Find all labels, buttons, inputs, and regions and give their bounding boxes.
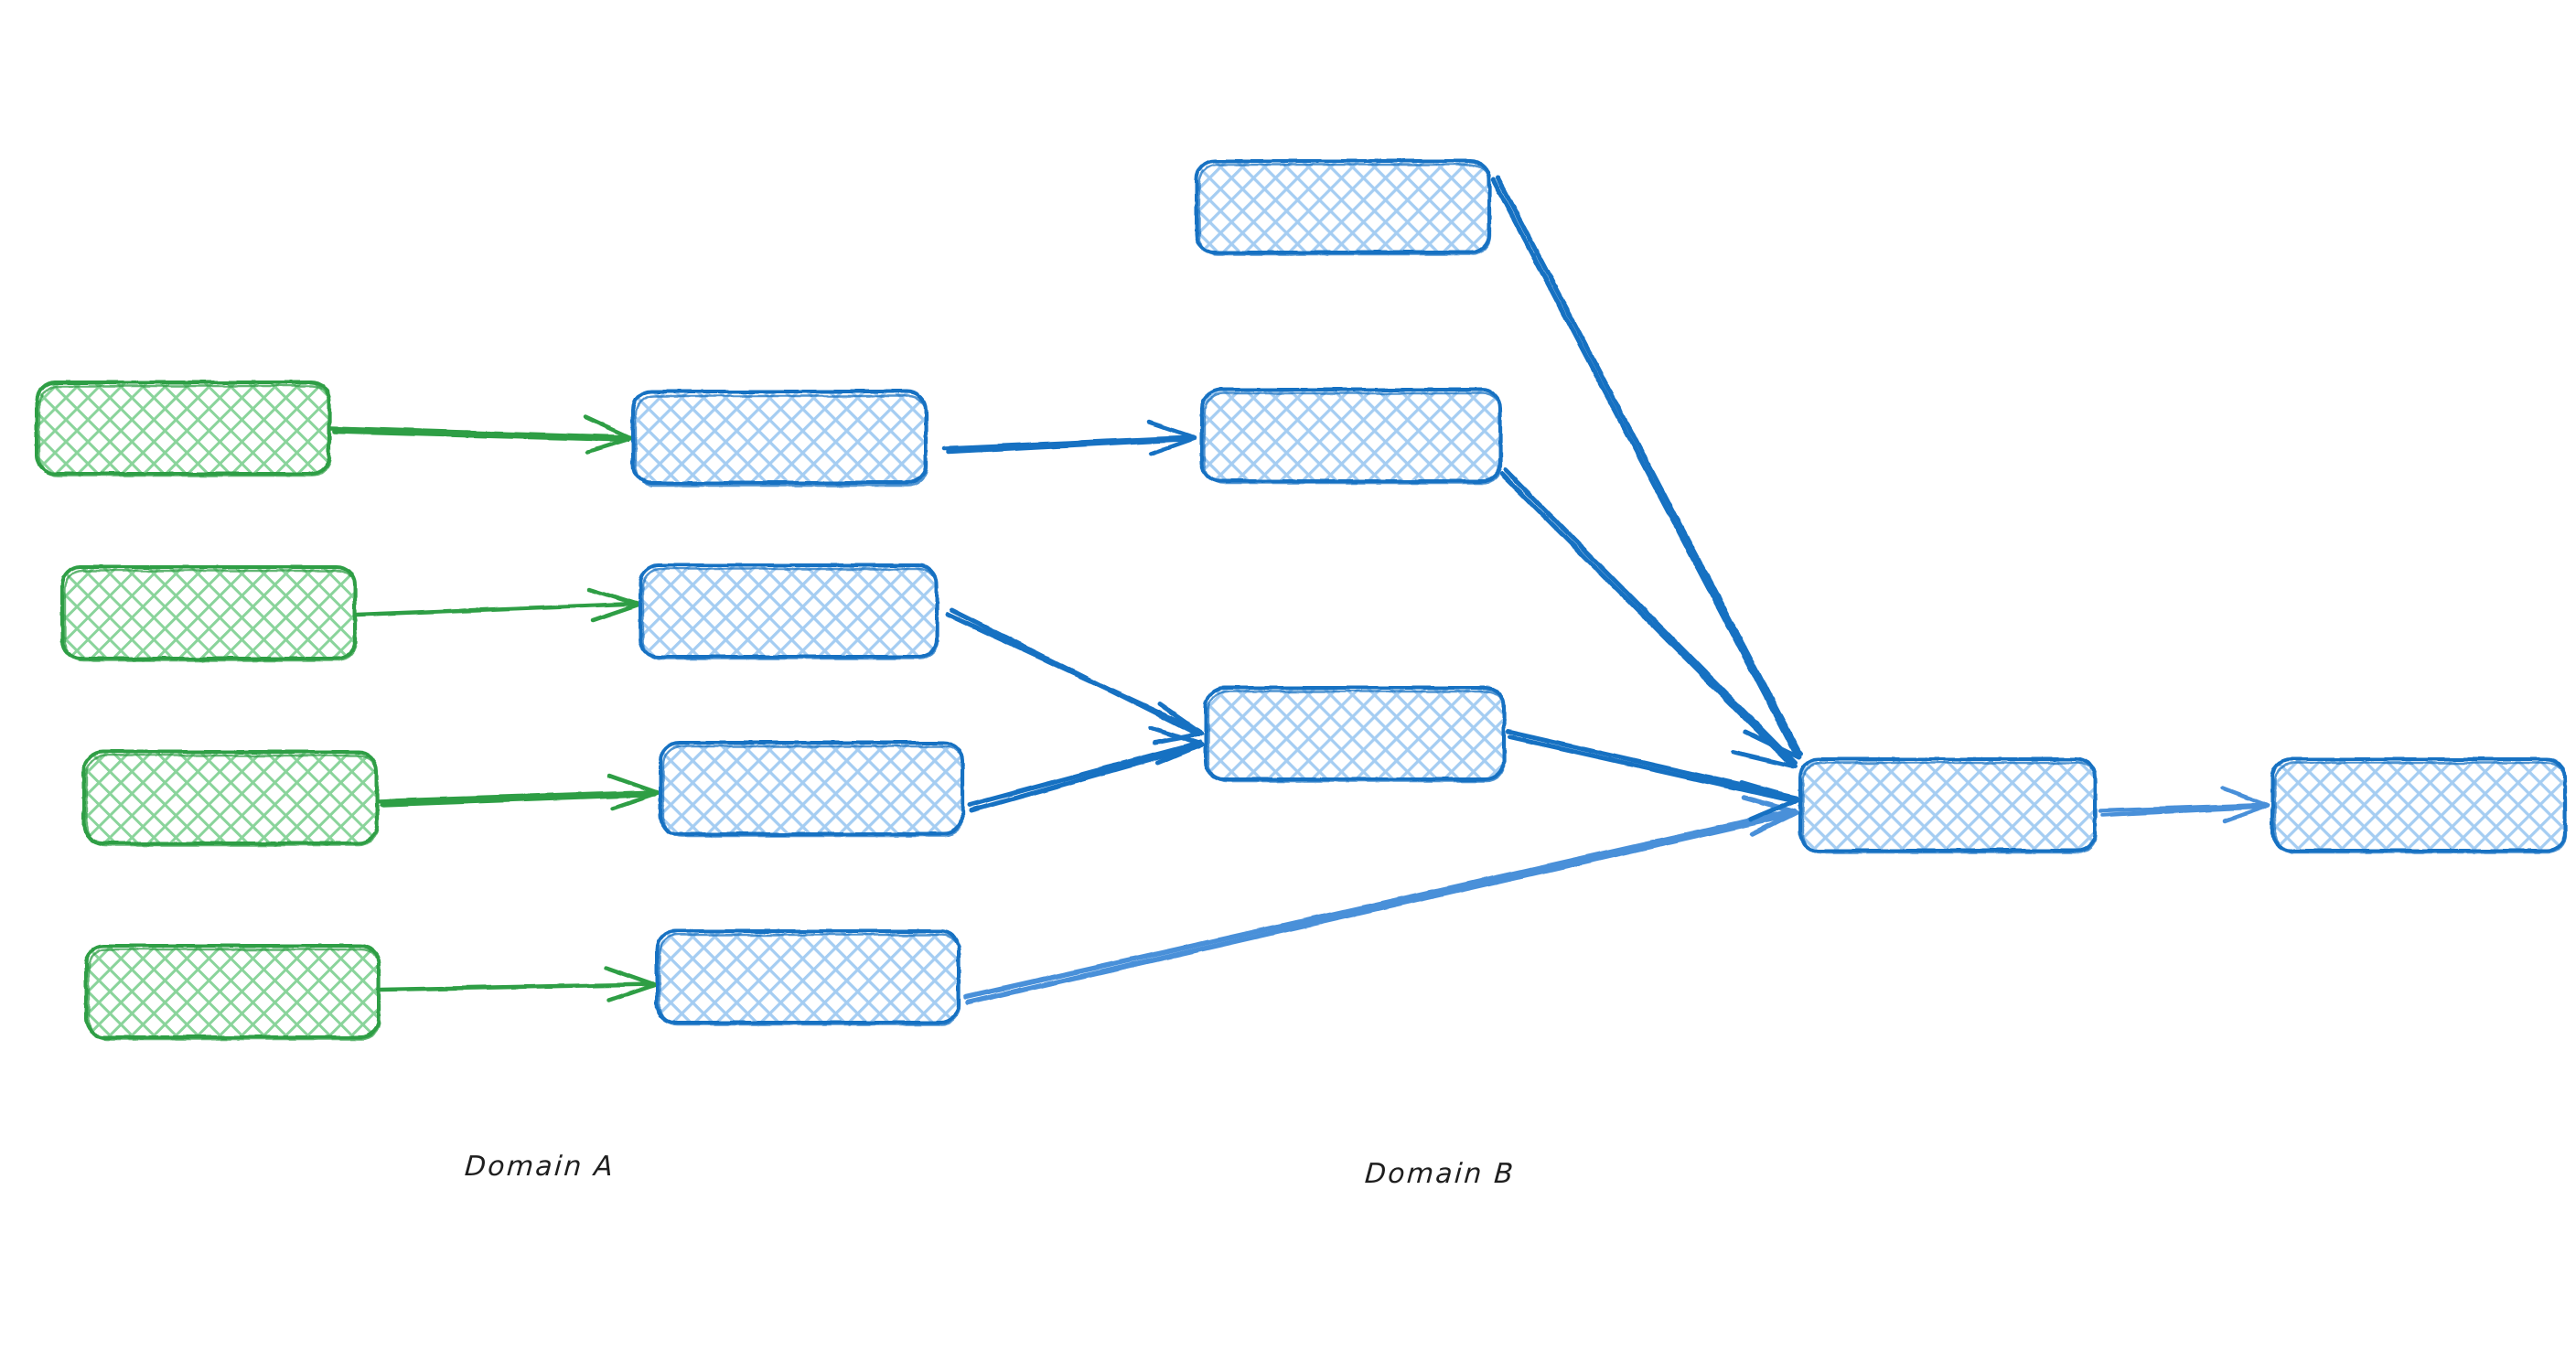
node-a-source-2[interactable] [60,565,358,662]
edge-a-source-2-to-a-mid-2 [354,586,641,623]
node-a-source-1[interactable] [35,381,332,477]
edge-a-source-4-to-a-mid-4 [378,965,658,1003]
edges-layer [328,175,2271,1005]
domain-a-label: Domain A [463,1151,617,1183]
edge-b-node-2-to-b-hub [1499,467,1798,769]
node-b-output[interactable] [2270,757,2568,854]
node-a-mid-3[interactable] [659,741,965,838]
node-a-mid-4[interactable] [655,929,961,1026]
domain-b-label: Domain B [1363,1158,1517,1190]
edge-a-source-3-to-a-mid-3 [376,773,661,811]
nodes-layer [35,159,2568,1041]
node-a-source-3[interactable] [82,750,380,847]
edge-a-mid-3-to-b-node-3 [967,725,1205,813]
edge-a-mid-4-to-b-hub [963,795,1799,1005]
node-b-node-2[interactable] [1200,388,1503,485]
node-b-node-1[interactable] [1195,159,1492,256]
node-b-node-3[interactable] [1204,686,1507,783]
edge-b-node-3-to-b-hub [1505,729,1801,822]
edge-b-hub-to-b-output [2098,786,2271,824]
node-a-mid-2[interactable] [639,563,939,660]
edge-b-node-1-to-b-hub [1490,175,1803,760]
node-b-hub[interactable] [1798,757,2098,854]
edge-a-source-1-to-a-mid-1 [328,414,634,455]
edge-a-mid-1-to-b-node-2 [941,420,1197,456]
edge-a-mid-2-to-b-node-3 [945,607,1205,745]
node-a-mid-1[interactable] [631,390,928,488]
node-a-source-4[interactable] [84,944,381,1041]
